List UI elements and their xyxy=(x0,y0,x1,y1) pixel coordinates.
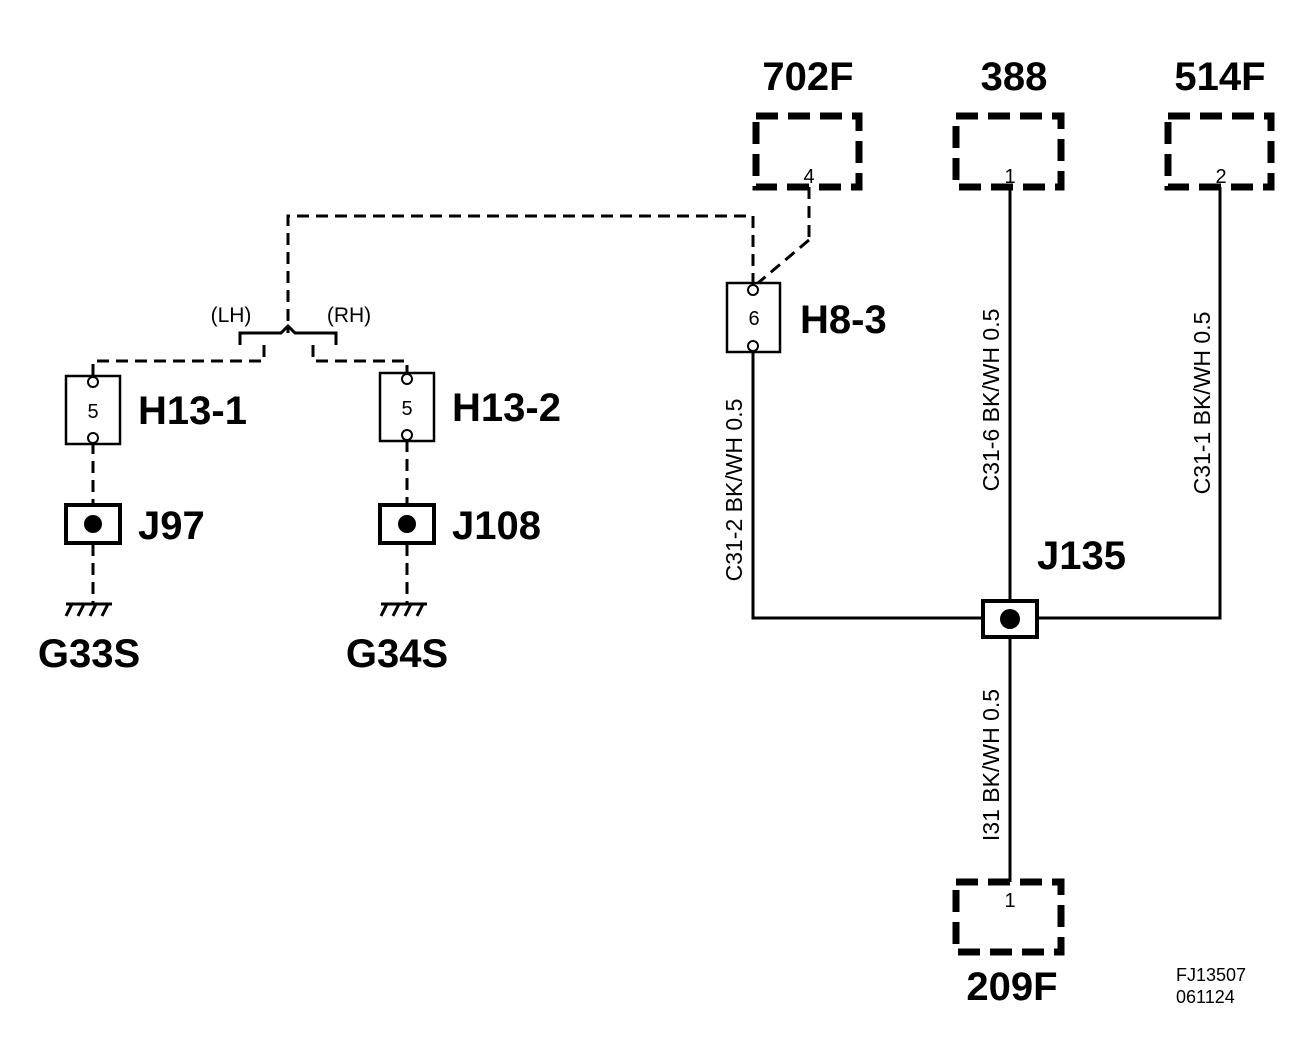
wire-label-c31-6: C31-6 BK/WH 0.5 xyxy=(978,309,1004,492)
wire-label-c31-2: C31-2 BK/WH 0.5 xyxy=(721,399,747,582)
connector-702f-pin: 4 xyxy=(803,166,814,188)
g33s-label: G33S xyxy=(38,632,140,676)
dashed-harness xyxy=(91,187,811,604)
g34s-label: G34S xyxy=(346,632,448,676)
h13-2-label: H13-2 xyxy=(452,386,561,430)
h8-3-pin: 6 xyxy=(748,308,759,330)
ground-g33s: G33S xyxy=(38,602,140,676)
wire-label-i31: I31 BK/WH 0.5 xyxy=(978,689,1004,841)
h13-2-pin: 5 xyxy=(401,398,412,420)
connector-514f: 514F 2 xyxy=(1164,55,1275,191)
j135-label: J135 xyxy=(1037,534,1126,578)
h13-1-label: H13-1 xyxy=(138,389,247,433)
figure-code-line-2: 061124 xyxy=(1176,987,1235,1007)
connector-388: 388 1 xyxy=(952,55,1065,191)
figure-code-line-1: FJ13507 xyxy=(1176,965,1246,985)
connector-702f: 702F 4 xyxy=(752,55,863,191)
connector-514f-pin: 2 xyxy=(1215,166,1226,188)
splice-j135: J135 xyxy=(981,534,1126,639)
connector-702f-label: 702F xyxy=(762,55,853,99)
wire-label-c31-1: C31-1 BK/WH 0.5 xyxy=(1189,312,1215,495)
splice-j108: J108 xyxy=(378,503,541,548)
connector-388-pin: 1 xyxy=(1004,166,1015,188)
j108-label: J108 xyxy=(452,504,541,548)
inline-connector-h13-2: 5 H13-2 xyxy=(378,371,561,443)
connector-388-label: 388 xyxy=(981,55,1048,99)
connector-514f-label: 514F xyxy=(1174,55,1265,99)
ground-g34s: G34S xyxy=(346,602,448,676)
h13-1-pin: 5 xyxy=(87,401,98,423)
lh-rh-bracket: (LH) (RH) xyxy=(211,304,371,345)
inline-connector-h13-1: 5 H13-1 xyxy=(64,374,247,446)
rh-label: (RH) xyxy=(327,304,371,327)
inline-connector-h8-3: 6 H8-3 xyxy=(725,281,887,354)
solid-wires xyxy=(751,187,1222,882)
j97-label: J97 xyxy=(138,504,205,548)
connector-209f-pin: 1 xyxy=(1004,890,1015,912)
lh-label: (LH) xyxy=(211,304,252,327)
connector-209f: 209F 1 xyxy=(952,878,1065,1009)
connector-209f-label: 209F xyxy=(966,965,1057,1009)
splice-j97: J97 xyxy=(64,503,205,548)
h8-3-label: H8-3 xyxy=(800,298,887,342)
figure-code: FJ13507 061124 xyxy=(1176,965,1246,1007)
